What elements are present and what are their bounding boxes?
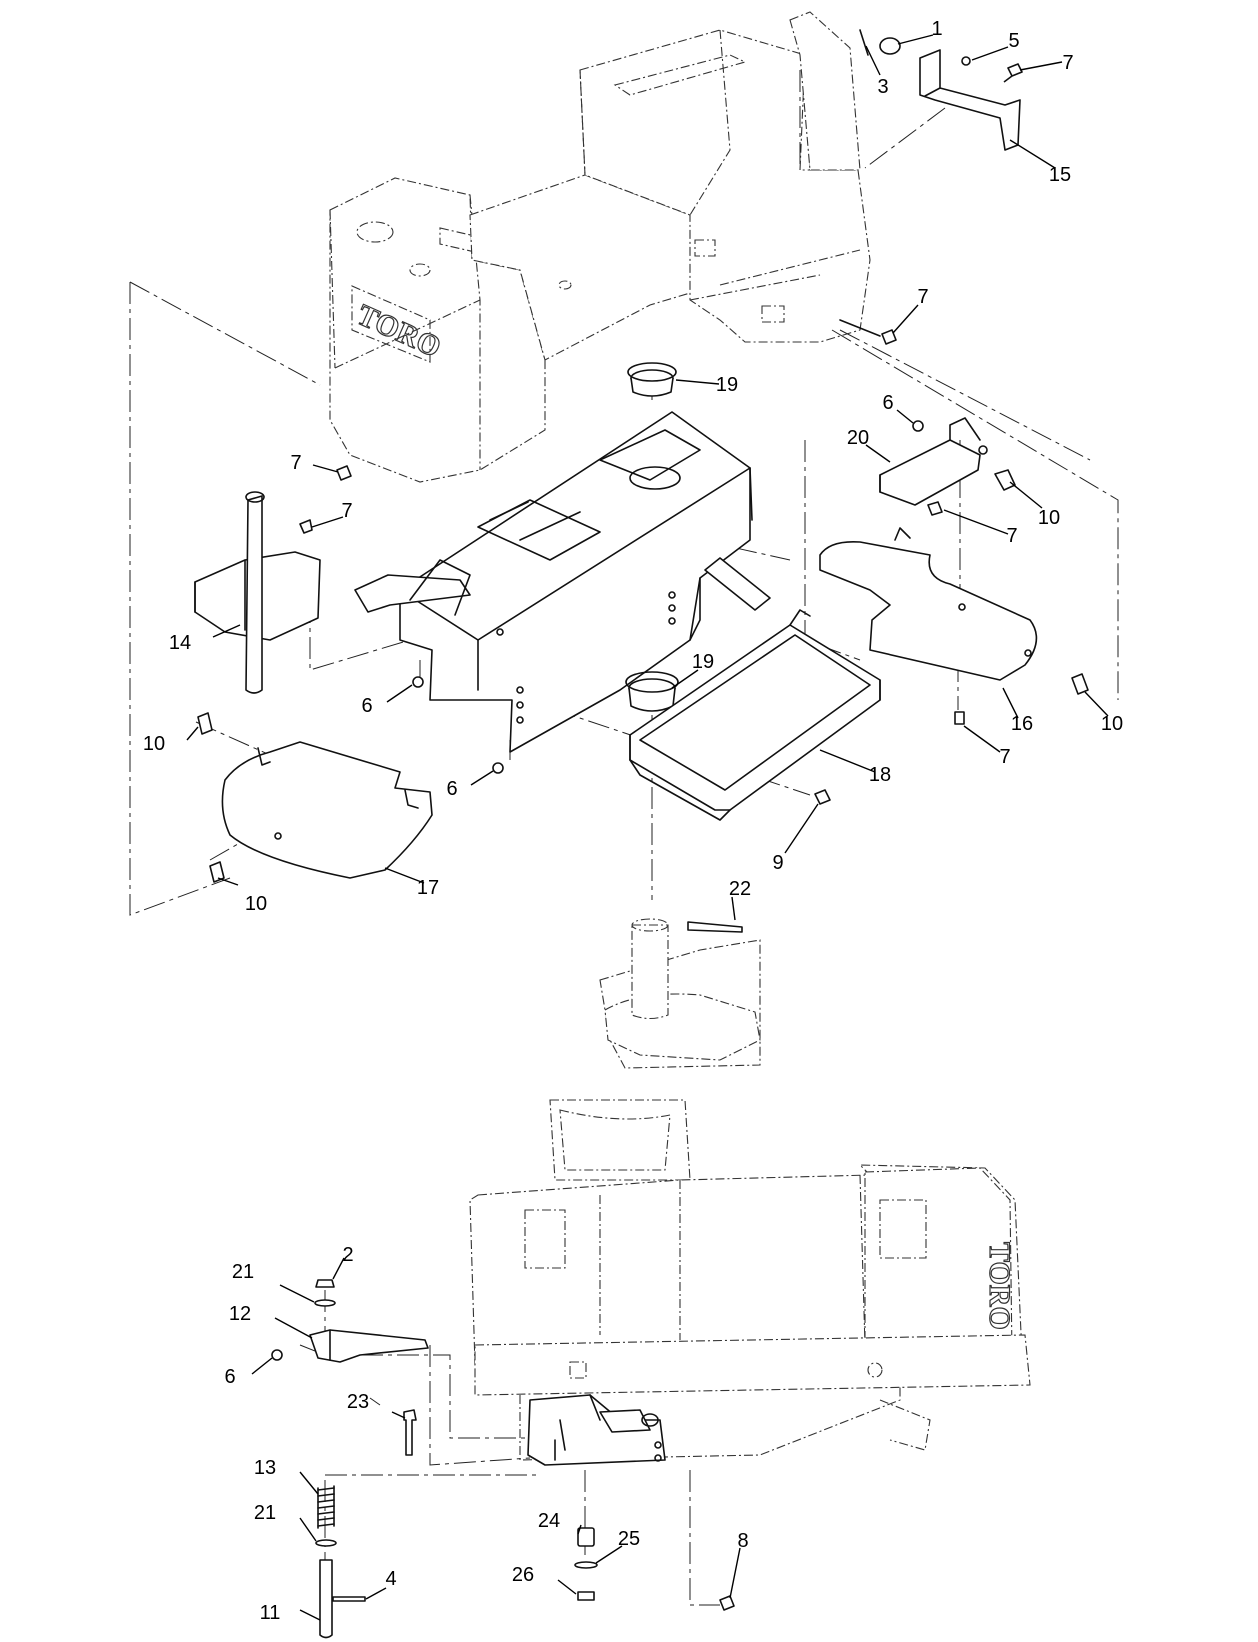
callout-9: 9 [772,852,783,874]
callout-6: 6 [224,1366,235,1388]
callout-6: 6 [361,695,372,717]
callout-7: 7 [1062,52,1073,74]
clip-10c [197,712,213,735]
bracket-14-column [194,491,321,694]
callout-10: 10 [143,733,165,755]
bolt-8 [719,1595,735,1611]
washer-25 [574,1561,598,1569]
bolt-7c [336,465,352,481]
clip-10b [1071,673,1089,695]
bolt-7f [954,711,965,725]
callout-10: 10 [1101,713,1123,735]
nut-6c [492,762,504,774]
cover-plate-16 [819,527,1089,725]
callout-8: 8 [737,1530,748,1552]
callout-10: 10 [1038,507,1060,529]
callout-7: 7 [917,286,928,308]
bushing-1 [879,37,901,55]
nut-6d [271,1349,283,1361]
callout-17: 17 [417,877,439,899]
footrest-18 [629,609,881,821]
callout-16: 16 [1011,713,1033,735]
rod-11 [319,1559,333,1639]
bushing-19-upper [627,362,677,397]
callout-12: 12 [229,1303,251,1325]
callout-1: 1 [931,18,942,40]
upper-console-ghost: TORO [329,11,871,483]
callout-25: 25 [618,1528,640,1550]
cover-plate-17 [197,712,433,883]
callout-11: 11 [260,1602,281,1624]
upper-hardware [336,319,897,774]
callout-18: 18 [869,764,891,786]
lower-parts [271,1279,735,1639]
callout-19: 19 [716,374,738,396]
pin-4 [332,1596,366,1602]
callout-7: 7 [999,746,1010,768]
bolt-7d [299,519,313,534]
arm-12 [309,1329,429,1363]
bolt-7e [927,501,943,516]
callout-7: 7 [290,452,301,474]
spacer-24 [577,1527,595,1547]
washer-21b [315,1539,337,1547]
bolt-23 [403,1409,417,1456]
spring-13 [317,1485,335,1529]
callout-22: 22 [729,878,751,900]
callout-6: 6 [446,778,457,800]
callout-3: 3 [877,76,888,98]
nut-6a [912,420,924,432]
callout-4: 4 [385,1568,396,1590]
bolt-26 [577,1591,595,1601]
bolt-7b [881,329,897,345]
toro-logo-lower: TORO [983,1242,1016,1330]
steering-shaft-ghost [599,918,761,1069]
callout-20: 20 [847,427,869,449]
callout-14: 14 [169,632,191,654]
callout-19: 19 [692,651,714,673]
nut-5 [961,56,971,66]
pin-22 [687,921,743,933]
callout-2: 2 [342,1244,353,1266]
bolt-9 [814,789,831,805]
callout-21: 21 [232,1261,254,1283]
lower-linkage [527,1394,666,1466]
callout-21: 21 [254,1502,276,1524]
callout-24: 24 [538,1510,560,1532]
bolt-2 [315,1279,335,1288]
callout-13: 13 [254,1457,276,1479]
callout-5: 5 [1008,30,1019,52]
bracket-20 [879,417,1016,516]
clip-10d [209,861,225,883]
callout-10: 10 [245,893,267,915]
nut-6b [412,676,424,688]
bracket-15 [859,29,1023,151]
callout-15: 15 [1049,164,1071,186]
callout-7: 7 [341,500,352,522]
washer-21a [314,1299,336,1307]
leader-lines [186,34,1109,1621]
callout-26: 26 [512,1564,534,1586]
main-frame [354,411,771,753]
lower-console-ghost: TORO [469,1099,1031,1461]
clip-10a [994,469,1016,491]
bolt-7a [1003,63,1023,83]
callout-7: 7 [1006,525,1017,547]
callout-6: 6 [882,392,893,414]
callout-23: 23 [347,1391,369,1413]
